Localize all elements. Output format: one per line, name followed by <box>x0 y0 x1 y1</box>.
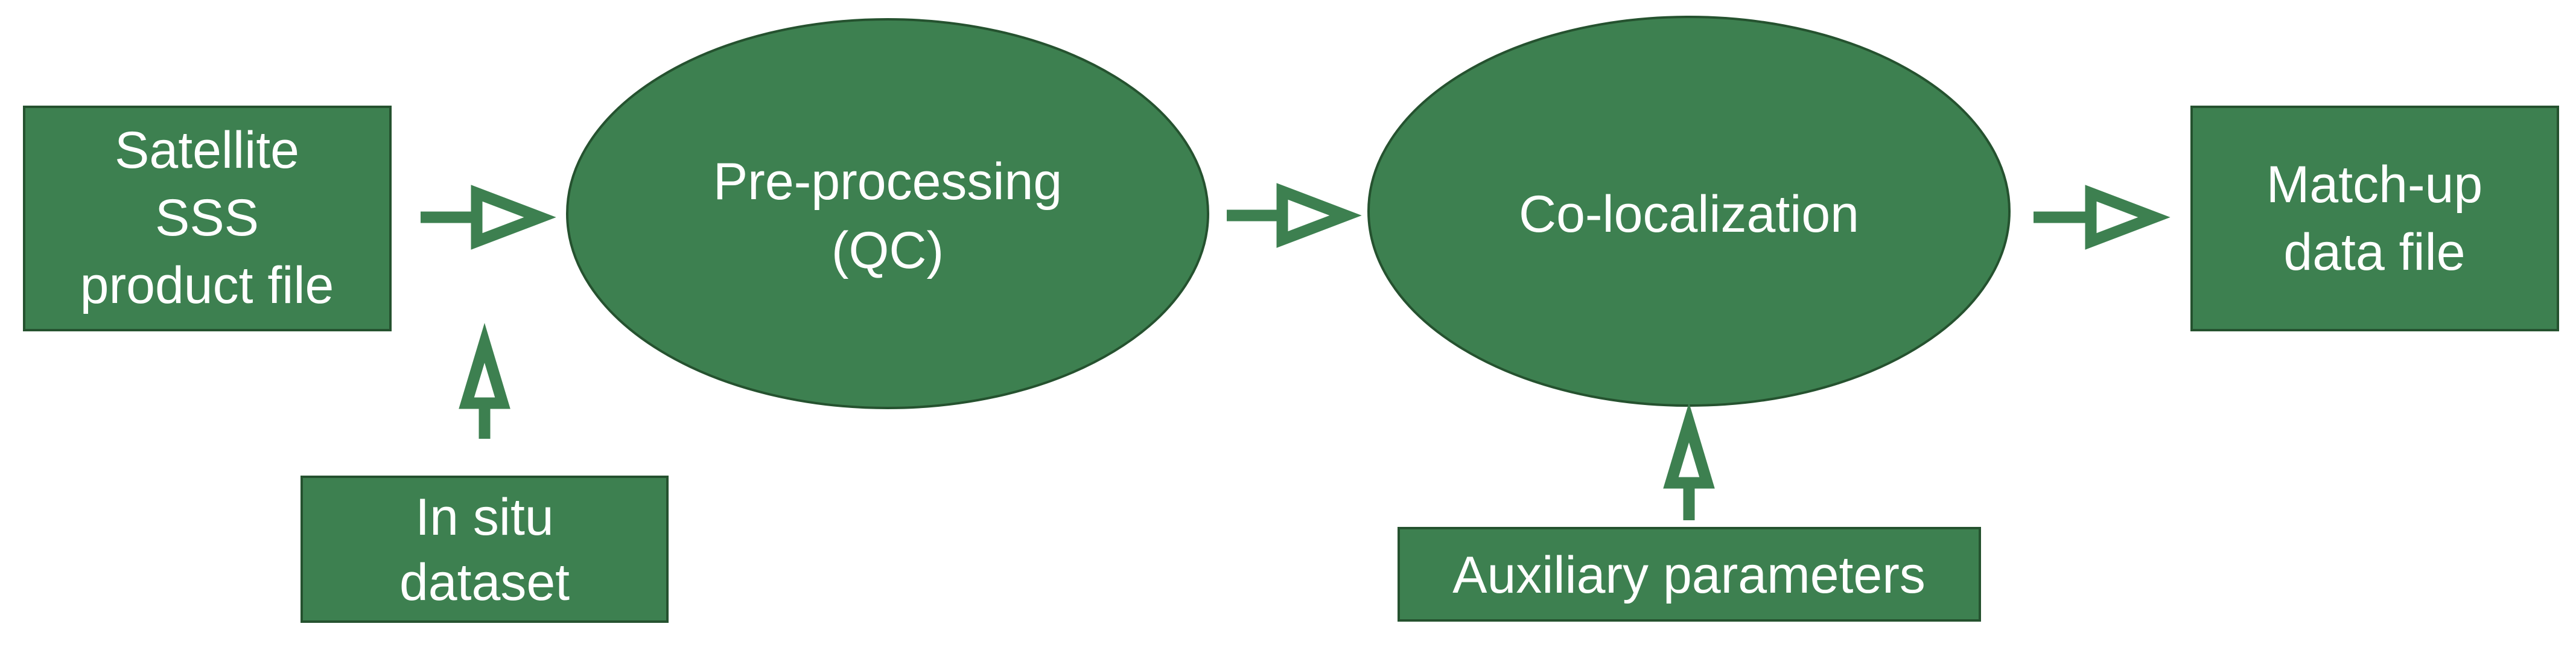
node-matchup-data-file: Match-up data file <box>2190 106 2559 331</box>
arrow-satellite-to-preprocessing-head <box>471 185 556 250</box>
node-satellite-product-file-line-2: SSS <box>155 189 259 247</box>
arrow-preprocessing-to-colocalization <box>1227 183 1362 248</box>
node-in-situ-dataset-line-2: dataset <box>399 553 570 611</box>
node-preprocessing: Pre-processing (QC) <box>566 18 1209 409</box>
node-auxiliary-parameters: Auxiliary parameters <box>1398 527 1981 622</box>
node-matchup-data-file-box <box>2190 106 2559 331</box>
node-matchup-data-file-line-2: data file <box>2283 223 2465 281</box>
node-satellite-product-file-line-1: Satellite <box>115 121 299 179</box>
node-in-situ-dataset: In situ dataset <box>301 476 669 623</box>
arrow-auxiliary-to-colocalization <box>1663 402 1715 520</box>
arrow-colocalization-to-matchup-head <box>2085 185 2171 250</box>
node-colocalization: Co-localization <box>1367 16 2011 407</box>
node-auxiliary-parameters-label: Auxiliary parameters <box>1452 546 1926 604</box>
node-preprocessing-line-2: (QC) <box>832 222 944 279</box>
node-satellite-product-file-box <box>23 106 392 331</box>
arrow-auxiliary-to-colocalization-head <box>1663 402 1715 489</box>
arrow-colocalization-to-matchup <box>2034 185 2171 250</box>
node-satellite-product-file: Satellite SSS product file <box>23 106 392 331</box>
node-colocalization-label: Co-localization <box>1519 185 1859 243</box>
node-in-situ-dataset-line-1: In situ <box>415 488 553 546</box>
node-in-situ-dataset-box <box>301 476 669 623</box>
node-preprocessing-ellipse <box>566 18 1209 409</box>
node-auxiliary-parameters-box <box>1398 527 1981 622</box>
arrow-preprocessing-to-colocalization-head <box>1276 183 1362 248</box>
arrow-in-situ-to-preprocessing-head <box>459 322 510 409</box>
node-preprocessing-line-1: Pre-processing <box>713 153 1062 211</box>
node-matchup-data-file-line-1: Match-up <box>2266 156 2483 214</box>
arrow-in-situ-to-preprocessing <box>459 322 510 439</box>
arrow-satellite-to-preprocessing <box>421 185 556 250</box>
node-satellite-product-file-line-3: product file <box>80 257 334 314</box>
